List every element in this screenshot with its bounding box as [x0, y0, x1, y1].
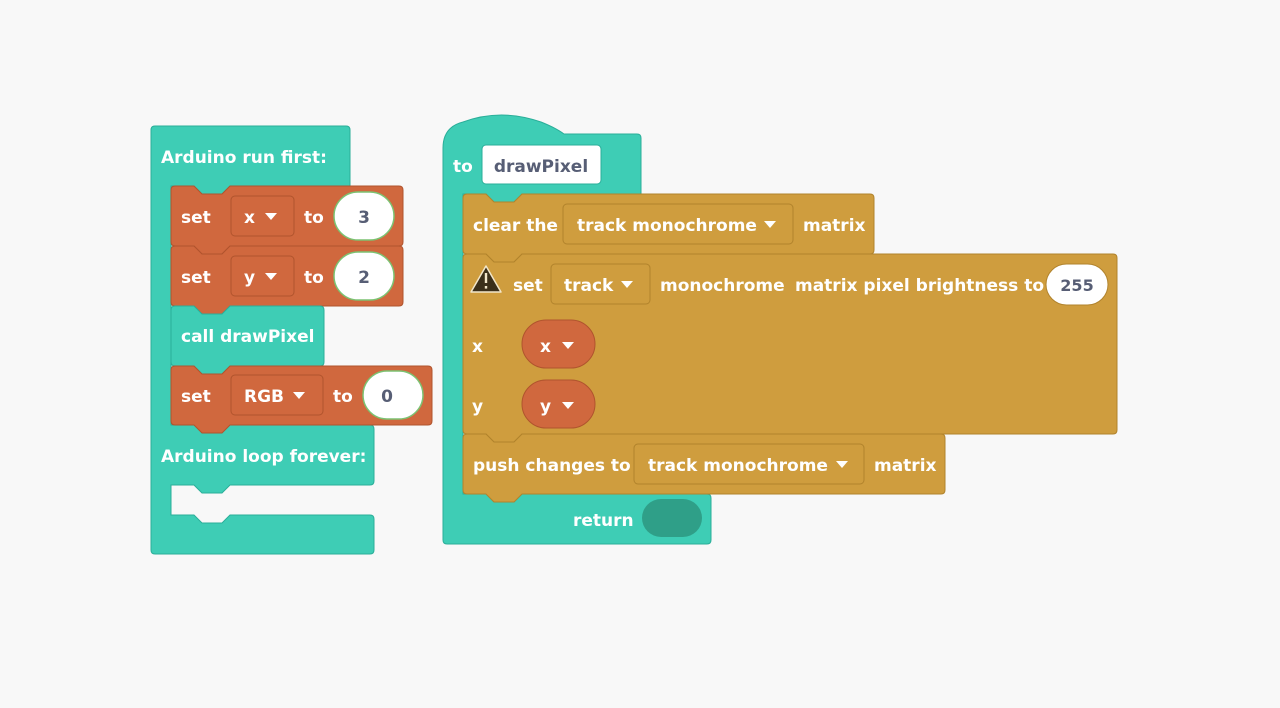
- call-label: call drawPixel: [181, 327, 314, 347]
- monochrome-label: monochrome: [660, 276, 785, 296]
- clear-prefix: clear the: [473, 216, 558, 236]
- number-input-x[interactable]: 3: [333, 191, 395, 241]
- to-keyword: to: [333, 387, 353, 407]
- function-definition-block[interactable]: to drawPixel return: [442, 114, 712, 545]
- dropdown-arrow-icon: [265, 273, 277, 280]
- svg-text:255: 255: [1060, 276, 1093, 295]
- svg-text:x: x: [540, 337, 551, 357]
- matrix-dropdown-push[interactable]: track monochrome: [633, 443, 865, 485]
- svg-text:track monochrome: track monochrome: [577, 216, 757, 236]
- set-keyword: set: [181, 208, 211, 228]
- brightness-input[interactable]: 255: [1045, 263, 1109, 306]
- variable-reporter-x[interactable]: x: [521, 319, 596, 369]
- run-first-header: Arduino run first:: [161, 148, 327, 168]
- clear-suffix: matrix: [803, 216, 866, 236]
- return-value-slot[interactable]: [642, 499, 702, 537]
- dropdown-arrow-icon: [836, 461, 848, 468]
- warning-triangle-icon[interactable]: [470, 265, 502, 293]
- set-pixel-block[interactable]: set track monochrome matrix pixel bright…: [462, 253, 1118, 443]
- matrix-dropdown-track[interactable]: track: [550, 263, 651, 305]
- variable-reporter-y[interactable]: y: [521, 379, 596, 429]
- number-input-y[interactable]: 2: [333, 251, 395, 301]
- function-name-field[interactable]: drawPixel: [481, 144, 602, 185]
- set-x-block[interactable]: set x to 3: [170, 185, 404, 255]
- svg-text:2: 2: [358, 268, 370, 288]
- svg-text:RGB: RGB: [244, 387, 284, 407]
- set-keyword: set: [181, 387, 211, 407]
- svg-text:y: y: [244, 268, 255, 288]
- set-keyword: set: [513, 276, 543, 296]
- svg-text:3: 3: [358, 208, 370, 228]
- set-y-block[interactable]: set y to 2: [170, 245, 404, 315]
- dropdown-arrow-icon: [621, 281, 633, 288]
- return-label: return: [573, 511, 634, 531]
- x-param-label: x: [472, 337, 483, 357]
- to-label: to: [453, 157, 473, 177]
- to-keyword: to: [304, 268, 324, 288]
- variable-dropdown-x[interactable]: x: [230, 195, 295, 237]
- set-keyword: set: [181, 268, 211, 288]
- push-changes-block[interactable]: push changes to track monochrome matrix: [462, 433, 946, 503]
- call-drawpixel-block[interactable]: call drawPixel: [170, 305, 325, 375]
- svg-text:y: y: [540, 397, 551, 417]
- svg-text:drawPixel: drawPixel: [494, 157, 588, 177]
- set-rgb-block[interactable]: set RGB to 0: [170, 365, 433, 434]
- variable-dropdown-rgb[interactable]: RGB: [230, 374, 324, 416]
- variable-dropdown-y[interactable]: y: [230, 255, 295, 297]
- clear-matrix-block[interactable]: clear the track monochrome matrix: [462, 193, 875, 263]
- matrix-dropdown-clear[interactable]: track monochrome: [562, 203, 794, 245]
- svg-text:x: x: [244, 208, 255, 228]
- svg-text:track: track: [564, 276, 614, 296]
- push-prefix: push changes to: [473, 456, 631, 476]
- brightness-label: matrix pixel brightness to: [795, 276, 1044, 296]
- dropdown-arrow-icon: [562, 402, 574, 409]
- dropdown-arrow-icon: [293, 392, 305, 399]
- loop-forever-header: Arduino loop forever:: [161, 447, 366, 467]
- y-param-label: y: [472, 397, 483, 417]
- push-suffix: matrix: [874, 456, 937, 476]
- to-keyword: to: [304, 208, 324, 228]
- svg-text:0: 0: [381, 387, 393, 407]
- arduino-main-block[interactable]: Arduino run first: Arduino loop forever:: [150, 125, 375, 555]
- dropdown-arrow-icon: [764, 221, 776, 228]
- number-input-rgb[interactable]: 0: [362, 370, 424, 420]
- svg-text:track monochrome: track monochrome: [648, 456, 828, 476]
- dropdown-arrow-icon: [562, 342, 574, 349]
- dropdown-arrow-icon: [265, 213, 277, 220]
